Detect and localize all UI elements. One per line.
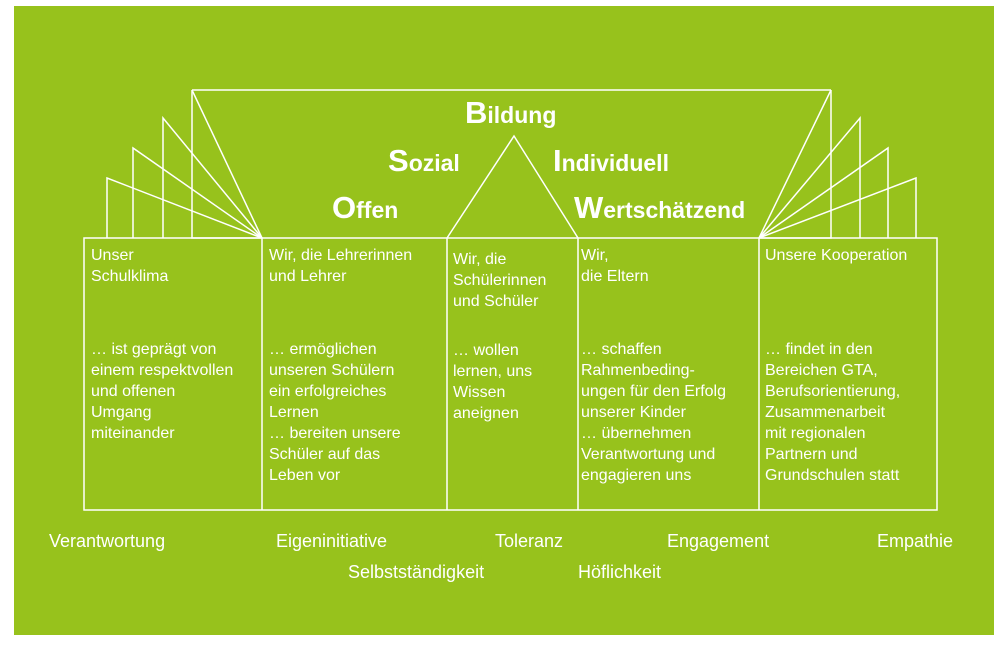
value-selbststaendigkeit: Selbstständigkeit <box>348 562 485 582</box>
column-schueler-body: … wollen lernen, uns Wissen aneignen <box>453 342 533 422</box>
column-eltern-body: … schaffen Rahmenbeding- ungen für den E… <box>581 341 726 484</box>
center-triangle <box>446 134 579 239</box>
value-eigeninitiative: Eigeninitiative <box>276 531 388 551</box>
column-eltern-heading: Wir, die Eltern <box>581 247 649 285</box>
value-hoeflichkeit: Höflichkeit <box>578 562 662 582</box>
value-individuell: Individuell <box>553 143 669 178</box>
left-page-3 <box>132 146 263 239</box>
column-kooperation-body: … findet in den Bereichen GTA, Berufsori… <box>765 341 901 484</box>
left-page-2 <box>162 115 263 239</box>
right-page-3 <box>758 146 889 239</box>
value-empathie: Empathie <box>877 531 954 551</box>
column-lehrer-heading: Wir, die Lehrerinnen und Lehrer <box>269 247 413 285</box>
value-sozial: Sozial <box>388 143 460 178</box>
value-bildung: Bildung <box>465 95 557 130</box>
column-schulklima-heading: Unser Schulklima <box>91 247 169 285</box>
value-toleranz: Toleranz <box>495 531 564 551</box>
right-page-4 <box>758 176 917 239</box>
value-verantwortung: Verantwortung <box>49 531 166 551</box>
value-engagement: Engagement <box>667 531 770 551</box>
column-lehrer-body: … ermöglichen unseren Schülern ein erfol… <box>269 341 401 484</box>
columns-frame <box>83 237 938 511</box>
left-roof-join <box>191 89 263 239</box>
column-schueler-heading: Wir, die Schülerinnen und Schüler <box>453 251 547 310</box>
column-kooperation-heading: Unsere Kooperation <box>765 247 908 264</box>
value-offen: Offen <box>332 190 399 225</box>
column-schulklima-body: … ist geprägt von einem respektvollen un… <box>91 341 234 442</box>
right-roof-join <box>758 89 832 239</box>
right-page-2 <box>758 115 861 239</box>
value-wertschaetzend: Wertschätzend <box>574 190 746 225</box>
left-page-4 <box>106 176 263 239</box>
